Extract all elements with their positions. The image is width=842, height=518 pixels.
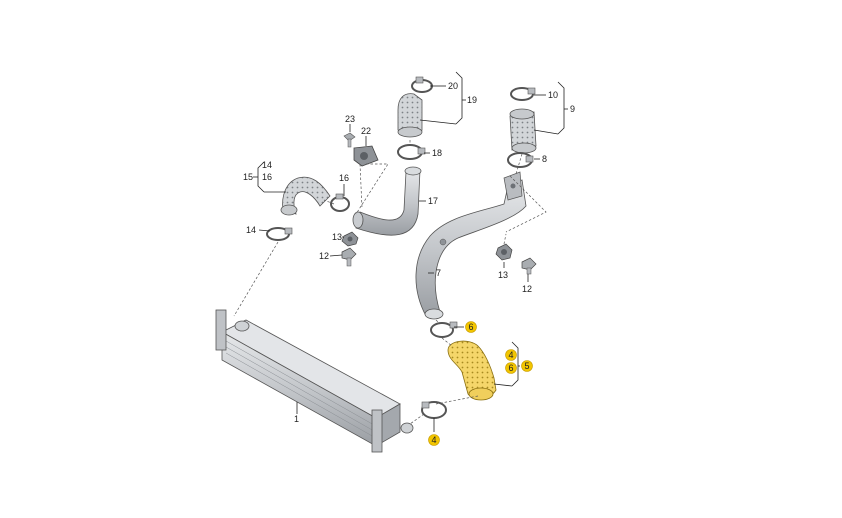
- callout-5-marker: [521, 360, 533, 372]
- nut-13-right-part: [495, 243, 513, 261]
- assembly-lines: [233, 140, 547, 425]
- hose-19-part: [397, 93, 423, 138]
- clamp-20-part: [411, 76, 433, 93]
- clamp-18-part: [397, 144, 426, 160]
- sensor-22-part: [353, 145, 379, 167]
- hose-15-part: [280, 176, 331, 216]
- callout-14: 14: [246, 225, 256, 235]
- leader-lines: [253, 71, 568, 432]
- callout-23: 23: [345, 114, 355, 124]
- callout-15: 15: [243, 172, 253, 182]
- pipe-7-part: [415, 171, 527, 320]
- callout-4-bracket: 4: [509, 350, 514, 360]
- callout-19: 19: [467, 95, 477, 105]
- callout-18: 18: [432, 148, 442, 158]
- clamp-10-part: [510, 87, 536, 101]
- callout-16-bracket: 16: [262, 172, 272, 182]
- callout-13-left: 13: [332, 232, 342, 242]
- nut-13-left-part: [341, 231, 359, 247]
- callout-12-right: 12: [522, 284, 532, 294]
- callout-17: 17: [428, 196, 438, 206]
- callout-6-bracket: 6: [509, 363, 514, 373]
- callout-6-bracket-marker: [505, 362, 517, 374]
- hose-5-part: [447, 340, 497, 401]
- bolt-23-part: [343, 132, 356, 148]
- bolt-12-right-part: [521, 257, 537, 275]
- callout-22: 22: [361, 126, 371, 136]
- callout-5: 5: [525, 361, 530, 371]
- callout-16: 16: [339, 173, 349, 183]
- pipe-17-part: [352, 166, 422, 236]
- callout-20: 20: [448, 81, 458, 91]
- clamp-8-part: [507, 152, 534, 168]
- callout-labels: 1 14 15 16 16 14 23 22 13 12 17 18 20 19…: [243, 81, 575, 446]
- bolt-12-left-part: [341, 247, 357, 267]
- callout-13-right: 13: [498, 270, 508, 280]
- clamp-14-part: [266, 227, 293, 241]
- callout-8: 8: [542, 154, 547, 164]
- callout-14-top: 14: [262, 160, 272, 170]
- callout-12-left: 12: [319, 251, 329, 261]
- callout-9: 9: [570, 104, 575, 114]
- callout-6: 6: [469, 322, 474, 332]
- callout-4-bracket-marker: [505, 349, 517, 361]
- callout-1: 1: [294, 414, 299, 424]
- clamp-6-part: [430, 321, 458, 338]
- callout-10: 10: [548, 90, 558, 100]
- hose-9-part: [509, 108, 537, 154]
- clamp-16-part: [330, 193, 350, 212]
- clamp-4-part: [421, 401, 447, 419]
- callout-6-marker: [465, 321, 477, 333]
- callout-4-marker: [428, 434, 440, 446]
- callout-4: 4: [432, 435, 437, 445]
- intercooler-part: [215, 309, 414, 453]
- callout-7: 7: [436, 268, 441, 278]
